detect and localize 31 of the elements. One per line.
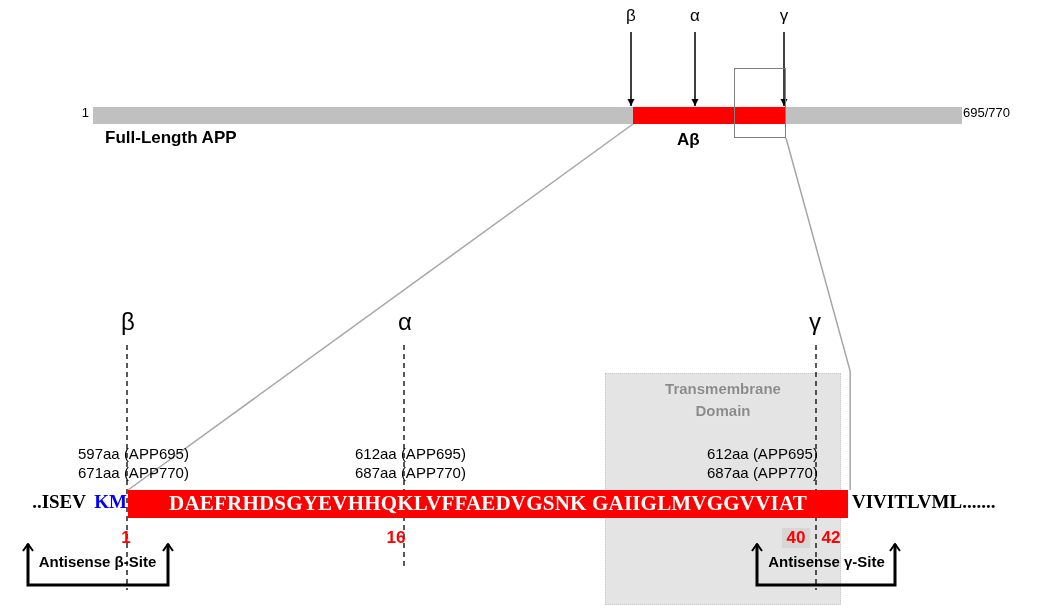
cleavage-letter: α (685, 6, 705, 32)
residue-number: 1 (120, 528, 132, 548)
residue-count: 695/770 (963, 104, 1010, 122)
arrow (627, 31, 635, 107)
sequence-text: KM (93, 492, 127, 512)
residue-position: 687aa (APP770) (707, 463, 819, 483)
sequence-text: VIVITLVML....... (852, 492, 997, 512)
residue-position: 687aa (APP770) (355, 463, 467, 483)
residue-number: 16 (385, 528, 407, 548)
cleavage-letter: γ (774, 6, 794, 32)
cleavage-letter: β (621, 6, 641, 32)
residue-number: 42 (820, 528, 842, 548)
arrow (691, 31, 699, 107)
sequence-bar: DAEFRHDSGYEVHHQKLVFFAEDVGSNK GAIIGLMVGGVVIAT (128, 490, 848, 518)
residue-number: 40 (782, 528, 810, 548)
residue-position: 612aa (APP695) (355, 444, 467, 464)
segment-label: Aβ (677, 130, 700, 150)
zoom-box (734, 68, 786, 138)
residue-count: 1 (81, 104, 89, 122)
bracket-label: Antisense β-Site (37, 552, 158, 572)
zoom-line (785, 137, 851, 491)
residue-position: 597aa (APP695) (78, 444, 190, 464)
arrow (780, 31, 788, 107)
bracket-label: Antisense γ-Site (767, 552, 886, 572)
residue-position: 612aa (APP695) (707, 444, 819, 464)
residue-position: 671aa (APP770) (78, 463, 190, 483)
cleavage-letter: α (397, 312, 413, 332)
region-label: Transmembrane Domain (664, 379, 782, 421)
protein-label: Full-Length APP (105, 128, 237, 148)
sequence-text: ..ISEV (31, 492, 86, 512)
zoom-line (127, 123, 634, 491)
